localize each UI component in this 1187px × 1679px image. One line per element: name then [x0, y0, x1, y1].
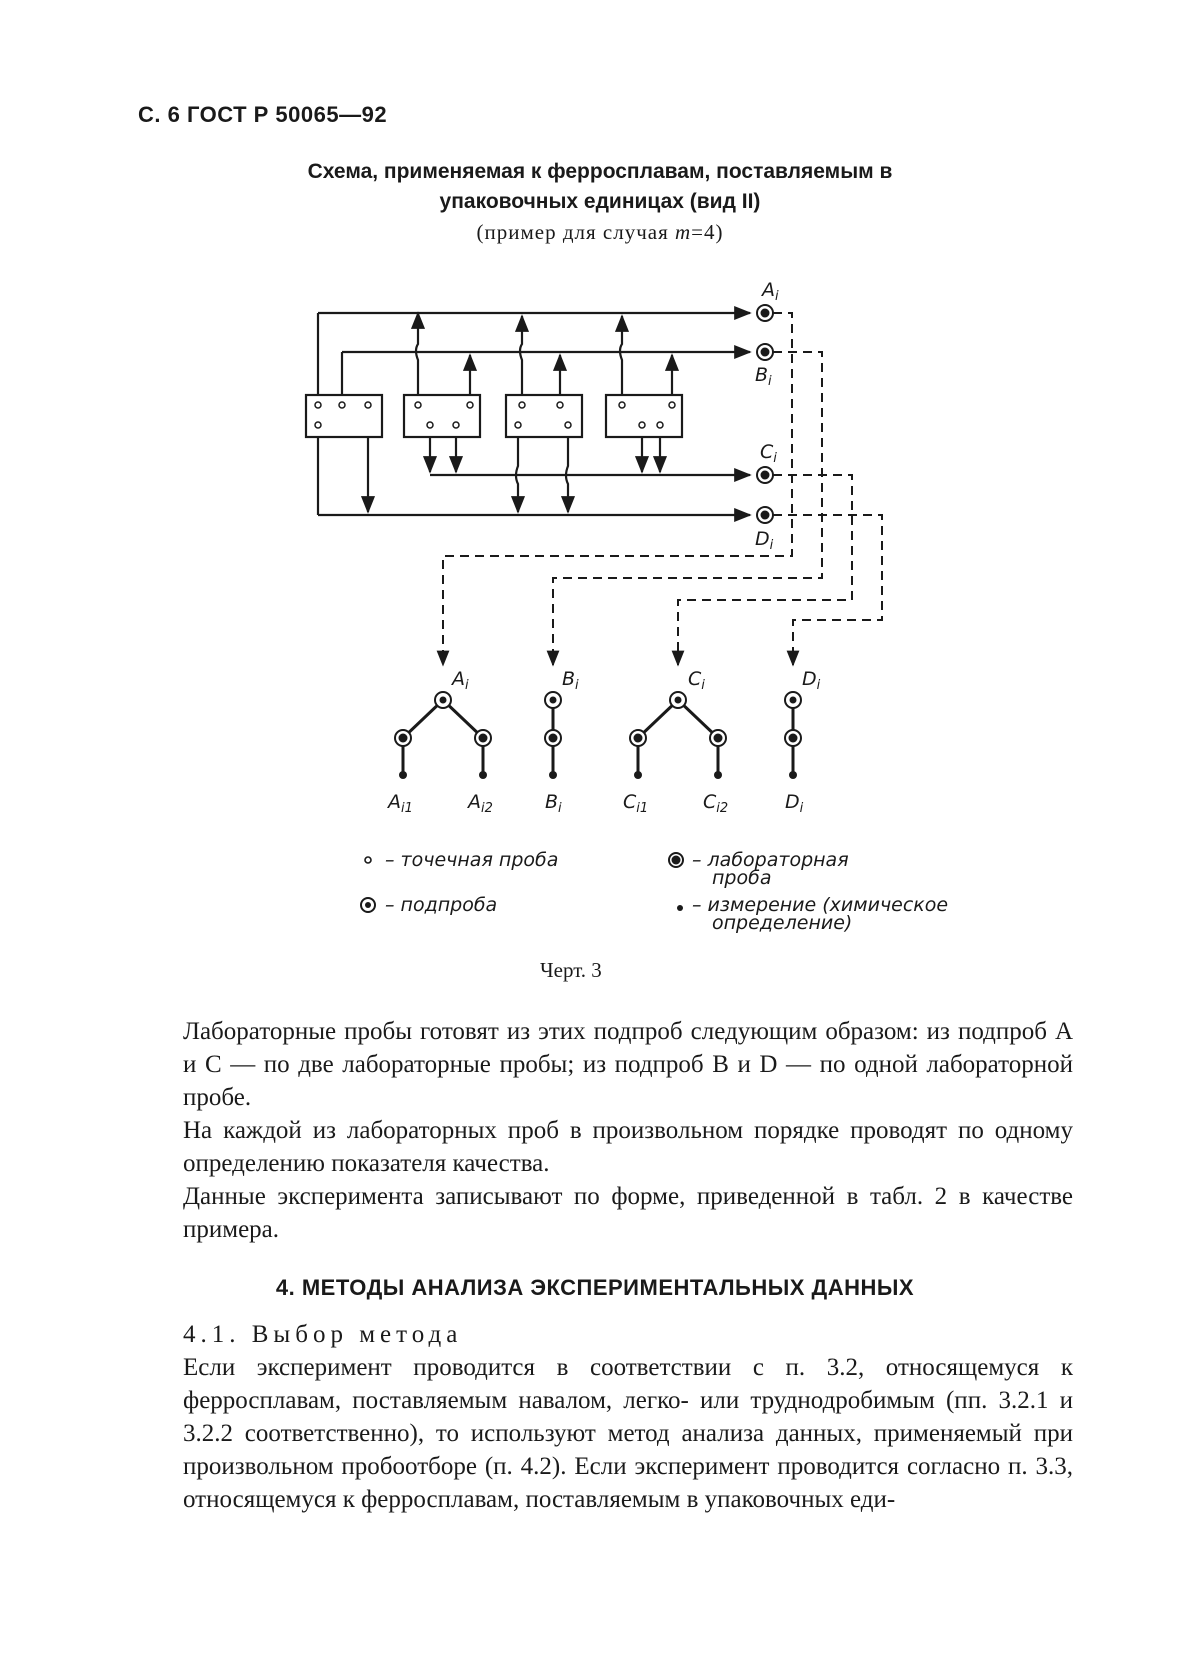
paragraph-determination: На каждой из лабораторных проб в произво… — [183, 1117, 1073, 1177]
figure-title-line-1: Схема, применяемая к ферросплавам, поста… — [307, 160, 893, 183]
figure-caption: Черт. 3 — [540, 958, 602, 982]
figure-title-line-2: упаковочных единицах (вид II) — [439, 190, 761, 213]
sampling-scheme-diagram: Ai Bi Ci Di Ai Bi — [304, 279, 948, 934]
increment-box-2 — [402, 393, 482, 439]
svg-text:Ci2: Ci2 — [703, 791, 728, 816]
increment-box-4 — [604, 393, 684, 439]
increment-box-1 — [304, 393, 384, 439]
svg-text:определение): определение) — [712, 912, 852, 934]
svg-text:– подпроба: – подпроба — [385, 894, 497, 916]
svg-text:– точечная проба: – точечная проба — [385, 849, 558, 871]
body-text-block-2: 4.1. Выбор метода Если эксперимент прово… — [183, 1318, 1073, 1516]
svg-text:Bi: Bi — [755, 364, 772, 389]
svg-text:Ai: Ai — [760, 279, 779, 304]
increment-box-3 — [504, 393, 584, 439]
svg-text:Bi: Bi — [562, 668, 579, 693]
page-header: С. 6 ГОСТ Р 50065—92 — [138, 102, 388, 127]
svg-text:Ai2: Ai2 — [466, 791, 493, 816]
svg-text:Di: Di — [785, 791, 804, 816]
svg-text:проба: проба — [712, 867, 771, 889]
svg-text:Ai: Ai — [450, 668, 469, 693]
paragraph-method-choice: Если эксперимент проводится в соответств… — [183, 1354, 1073, 1513]
svg-text:– измерение (химическое: – измерение (химическое — [692, 894, 948, 916]
svg-text:– лабораторная: – лабораторная — [692, 849, 849, 871]
svg-text:Bi: Bi — [545, 791, 562, 816]
subsection-title: 4.1. Выбор метода — [183, 1321, 463, 1348]
body-text-block-1: Лабораторные пробы готовят из этих подпр… — [183, 1015, 1073, 1246]
section-title: 4. МЕТОДЫ АНАЛИЗА ЭКСПЕРИМЕНТАЛЬНЫХ ДАНН… — [275, 1275, 915, 1300]
svg-text:Ci1: Ci1 — [623, 791, 648, 816]
svg-text:Ai1: Ai1 — [386, 791, 413, 816]
svg-text:Di: Di — [755, 528, 774, 553]
svg-text:Ci: Ci — [688, 668, 705, 693]
svg-text:Di: Di — [802, 668, 821, 693]
figure-title-line-3: (пример для случая m=4) — [476, 220, 724, 244]
paragraph-data-recording: Данные эксперимента записывают по форме,… — [183, 1183, 1073, 1243]
diagram-legend: – точечная проба – подпроба – лабораторн… — [360, 849, 948, 934]
svg-text:Ci: Ci — [760, 441, 777, 466]
paragraph-lab-samples: Лабораторные пробы готовят из этих подпр… — [183, 1018, 1073, 1111]
